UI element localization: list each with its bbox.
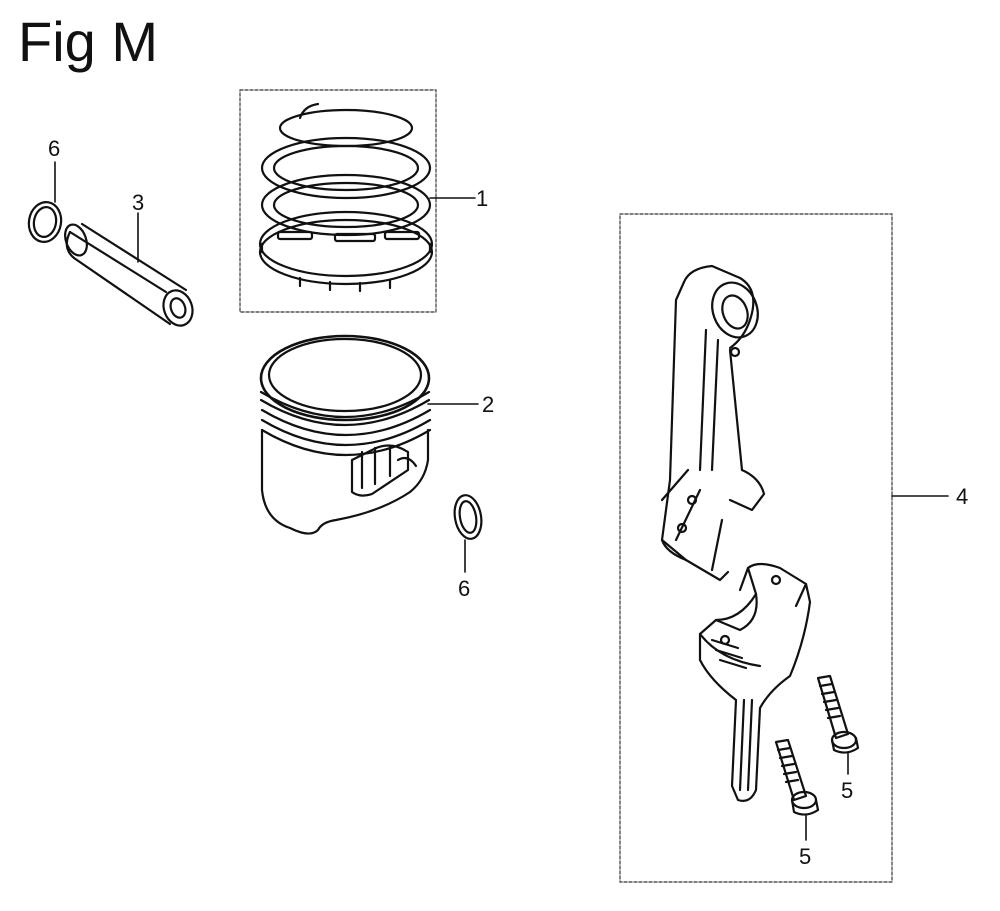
rings-group-box (239, 89, 437, 313)
piston (259, 334, 432, 535)
callout-6b: 6 (458, 576, 470, 601)
conrod-group-box (619, 213, 893, 883)
callout-3: 3 (132, 190, 144, 215)
callout-6a: 6 (48, 136, 60, 161)
circlip-left (27, 201, 63, 243)
callout-5a: 5 (841, 778, 853, 803)
rod-bolt-left (774, 738, 820, 816)
rod-bolt-right (816, 674, 860, 754)
callout-5b: 5 (799, 844, 811, 869)
figure-title: Fig M (18, 10, 158, 73)
circlip-right (453, 494, 483, 540)
callout-4: 4 (956, 484, 968, 509)
connecting-rod-cap (698, 562, 812, 802)
callout-1: 1 (476, 186, 488, 211)
piston-pin (64, 222, 194, 327)
connecting-rod (660, 264, 766, 582)
callout-2: 2 (482, 392, 494, 417)
piston-rings (258, 102, 434, 293)
